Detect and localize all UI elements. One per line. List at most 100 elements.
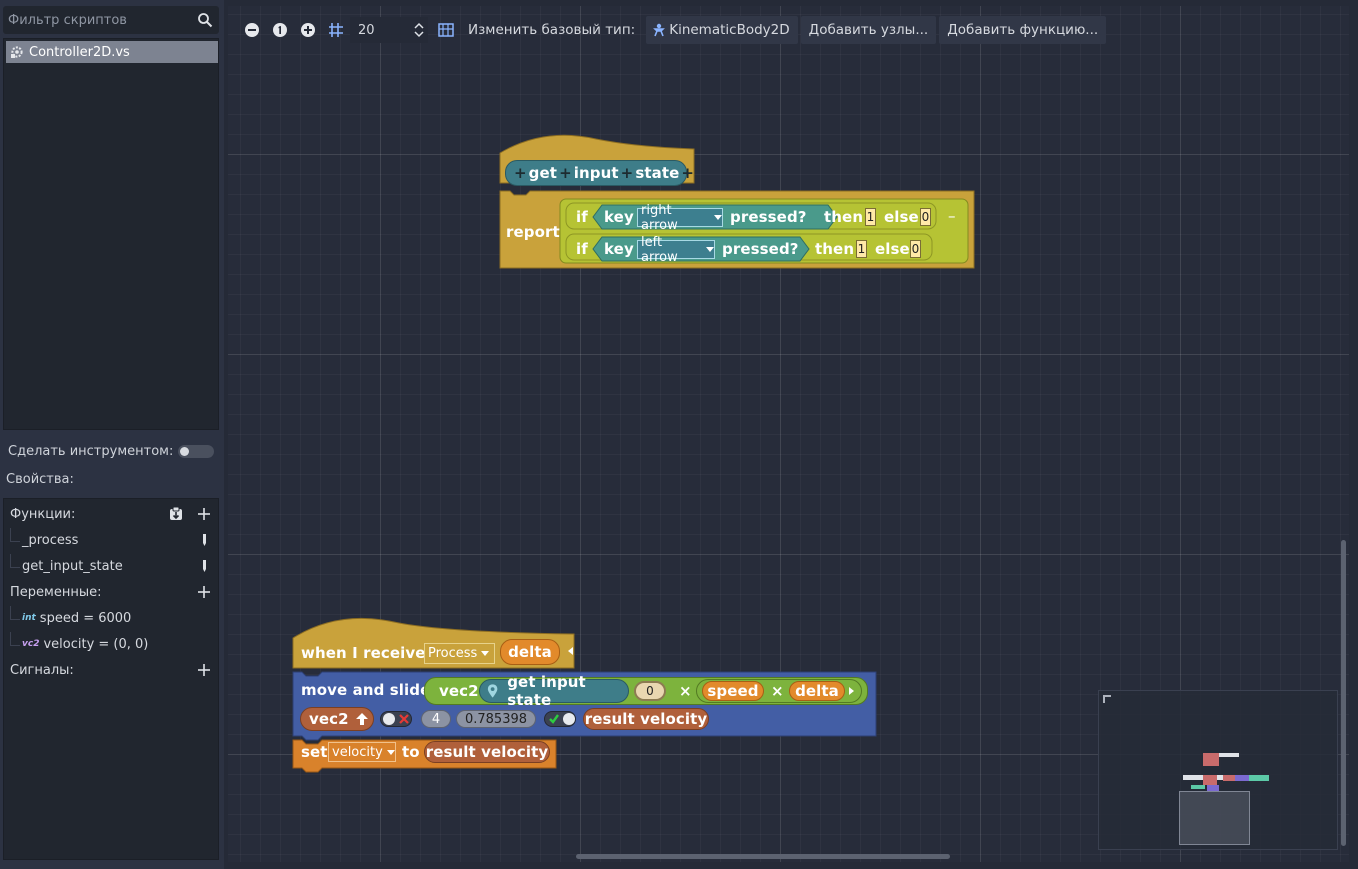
event-dropdown[interactable]: Process bbox=[424, 643, 495, 664]
minimap-node bbox=[1249, 775, 1269, 781]
key-dropdown-left[interactable]: left arrow bbox=[637, 235, 715, 265]
minimap-node bbox=[1235, 775, 1249, 781]
spinner-arrows-icon bbox=[414, 22, 424, 38]
infinite-inertia-toggle[interactable] bbox=[544, 711, 576, 727]
graph-minimap[interactable] bbox=[1098, 690, 1338, 850]
check-icon bbox=[549, 714, 559, 724]
if-label: if bbox=[576, 208, 588, 226]
key-label: key bbox=[604, 240, 634, 258]
script-item-controller2d[interactable]: Controller2D.vs bbox=[6, 41, 218, 63]
function-item-get-input-state[interactable]: get_input_state bbox=[4, 554, 218, 578]
result-velocity-block[interactable]: result velocity bbox=[583, 708, 709, 730]
add-function-button[interactable]: Добавить функцию... bbox=[939, 16, 1107, 44]
paste-function-icon[interactable] bbox=[168, 506, 184, 522]
expand-right-arrow-icon[interactable] bbox=[848, 686, 856, 696]
zoom-out-icon bbox=[245, 23, 259, 37]
then-value-slot[interactable]: 1 bbox=[856, 240, 867, 258]
toggle-knob bbox=[563, 713, 575, 725]
multiply-label: × bbox=[771, 682, 784, 700]
vertical-scrollbar[interactable] bbox=[1341, 540, 1346, 846]
else-value-slot[interactable]: 0 bbox=[920, 208, 931, 226]
delta-variable-block[interactable]: delta bbox=[789, 681, 845, 701]
key-dropdown-right[interactable]: right arrow bbox=[637, 203, 723, 233]
minimap-icon bbox=[438, 23, 454, 37]
variable-item-velocity[interactable]: vc2 velocity = (0, 0) bbox=[4, 632, 218, 656]
visual-script-graph[interactable]: Изменить базовый тип: KinematicBody2D До… bbox=[228, 6, 1349, 862]
block-word: get bbox=[528, 164, 558, 182]
functions-section[interactable]: Функции: bbox=[4, 502, 218, 526]
make-tool-row: Сделать инструментом: bbox=[8, 442, 216, 460]
variable-item-label: speed = 6000 bbox=[39, 610, 132, 626]
signals-section[interactable]: Сигналы: bbox=[4, 658, 218, 682]
collapse-arity-button[interactable]: – bbox=[948, 207, 956, 225]
base-type-button[interactable]: KinematicBody2D bbox=[646, 16, 798, 44]
zoom-reset-button[interactable] bbox=[266, 16, 294, 44]
zoom-out-button[interactable] bbox=[238, 16, 266, 44]
function-item-label: _process bbox=[22, 532, 79, 548]
script-filter-input[interactable] bbox=[3, 6, 193, 34]
add-function-icon[interactable] bbox=[196, 506, 212, 522]
block-word: state bbox=[635, 164, 680, 182]
tree-guide-line bbox=[10, 554, 20, 568]
zoom-in-button[interactable] bbox=[294, 16, 322, 44]
delta-param-label: delta bbox=[508, 643, 552, 661]
make-tool-toggle[interactable] bbox=[178, 445, 214, 458]
edit-function-icon[interactable] bbox=[196, 558, 212, 574]
vec2-up-label: vec2 bbox=[309, 710, 349, 728]
variables-section-label: Переменные: bbox=[10, 584, 102, 600]
function-item-label: get_input_state bbox=[22, 558, 123, 574]
else-label: else bbox=[875, 240, 910, 258]
function-item-process[interactable]: _process bbox=[4, 528, 218, 552]
else-value-slot[interactable]: 0 bbox=[910, 240, 921, 258]
variables-section[interactable]: Переменные: bbox=[4, 580, 218, 604]
search-icon[interactable] bbox=[197, 12, 213, 28]
set-variable-dropdown[interactable]: velocity bbox=[328, 742, 396, 762]
horizontal-scrollbar[interactable] bbox=[576, 854, 950, 859]
zoom-reset-icon bbox=[273, 23, 287, 37]
report-label: report bbox=[506, 223, 560, 241]
minimap-node bbox=[1223, 775, 1235, 781]
if-label: if bbox=[576, 240, 588, 258]
delta-param-block[interactable]: delta bbox=[500, 639, 560, 665]
get-input-state-block[interactable]: + get + input + state + bbox=[505, 160, 694, 186]
add-signal-icon[interactable] bbox=[196, 662, 212, 678]
else-label: else bbox=[884, 208, 919, 226]
set-value-label: result velocity bbox=[425, 743, 549, 761]
toggle-knob bbox=[383, 713, 395, 725]
floor-angle-slot[interactable]: 0.785398 bbox=[456, 710, 536, 728]
cross-icon bbox=[399, 714, 409, 724]
int-type-icon: int bbox=[22, 613, 36, 623]
add-nodes-button[interactable]: Добавить узлы... bbox=[800, 16, 937, 44]
minimap-resize-handle[interactable] bbox=[1103, 695, 1111, 703]
snap-step-spinner[interactable] bbox=[410, 17, 428, 43]
minimap-node bbox=[1203, 753, 1219, 766]
add-variable-icon[interactable] bbox=[196, 584, 212, 600]
snap-toggle-button[interactable] bbox=[322, 16, 350, 44]
minimap-viewport[interactable] bbox=[1179, 791, 1250, 845]
then-value-slot[interactable]: 1 bbox=[865, 208, 876, 226]
stop-on-slope-toggle[interactable] bbox=[380, 711, 412, 727]
snap-step-input[interactable] bbox=[350, 17, 410, 43]
get-input-state-call-block[interactable]: get input state bbox=[479, 673, 629, 709]
dropdown-arrow-icon bbox=[481, 651, 490, 656]
minimap-node bbox=[1191, 785, 1205, 789]
signals-section-label: Сигналы: bbox=[10, 662, 74, 678]
set-variable-value: velocity bbox=[332, 744, 383, 760]
max-slides-slot[interactable]: 4 bbox=[421, 710, 451, 728]
location-pin-icon bbox=[487, 684, 498, 698]
vec2-up-block[interactable]: vec2 bbox=[300, 707, 374, 731]
script-item-label: Controller2D.vs bbox=[29, 44, 130, 60]
minimap-toggle-button[interactable] bbox=[432, 16, 460, 44]
members-tree: Функции: _process get_input_state bbox=[3, 498, 219, 860]
tree-guide-line bbox=[10, 632, 20, 646]
edit-function-icon[interactable] bbox=[196, 532, 212, 548]
kinematic-body-icon bbox=[653, 23, 666, 37]
variable-item-speed[interactable]: int speed = 6000 bbox=[4, 606, 218, 630]
block-word: input bbox=[573, 164, 619, 182]
set-value-block[interactable]: result velocity bbox=[424, 741, 550, 763]
speed-variable-block[interactable]: speed bbox=[702, 681, 764, 701]
to-label: to bbox=[402, 743, 420, 761]
collapse-left-arrow-icon[interactable] bbox=[566, 646, 574, 656]
minimap-node bbox=[1219, 753, 1239, 757]
vec2-y-slot[interactable]: 0 bbox=[634, 681, 666, 701]
